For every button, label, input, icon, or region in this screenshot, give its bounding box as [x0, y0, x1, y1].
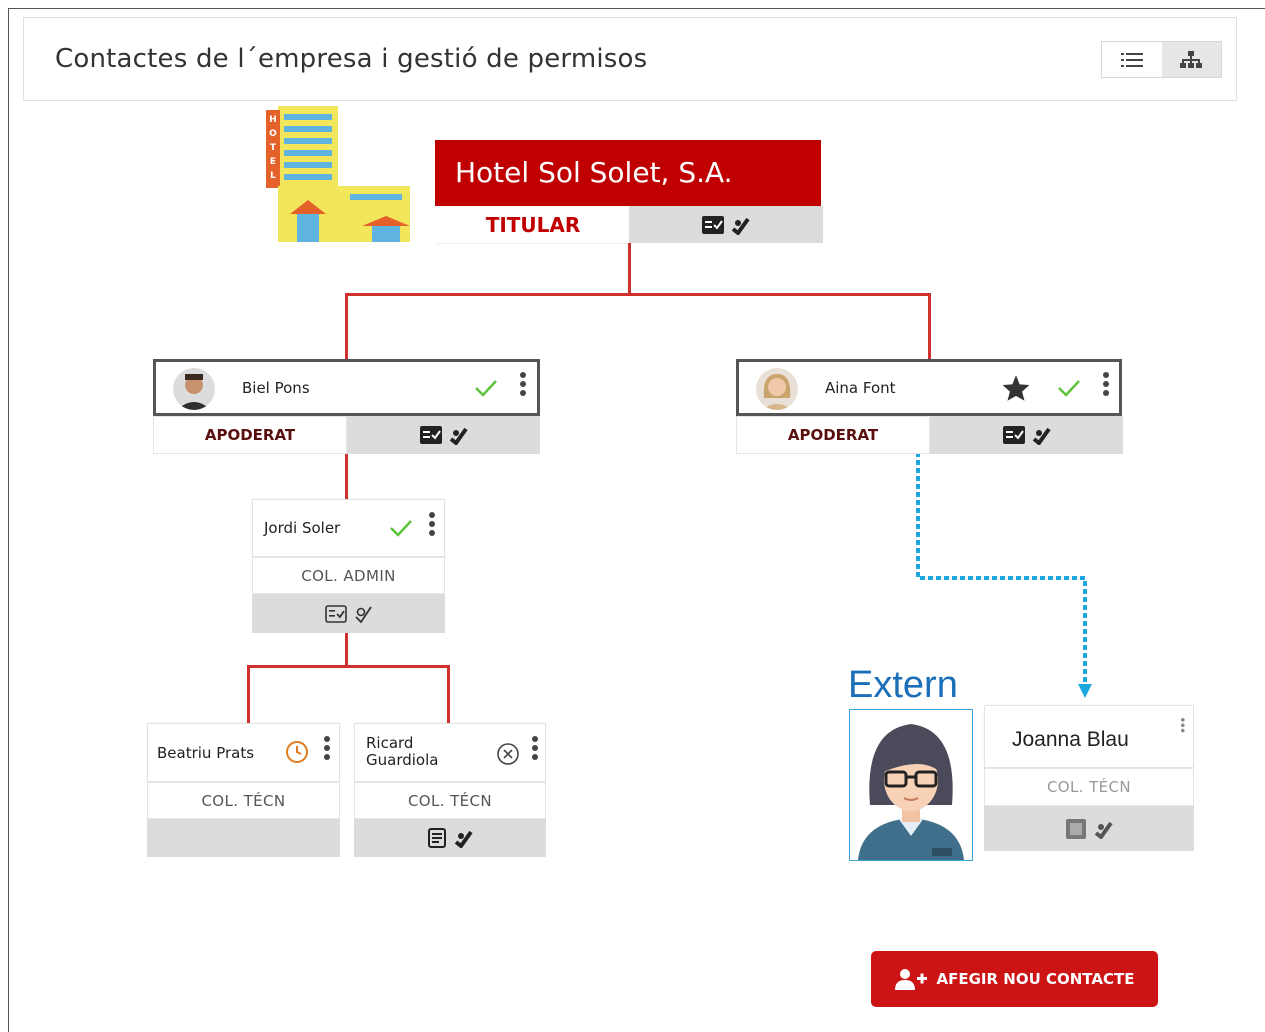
contact-role: COL. TÉCN [147, 782, 340, 819]
page-frame [8, 8, 1265, 1032]
contact-permissions [252, 594, 445, 633]
contact-role: COL. TÉCN [984, 768, 1194, 806]
contact-permissions [354, 819, 546, 857]
contact-permissions [930, 416, 1123, 454]
contact-name-line1: Ricard [366, 734, 414, 752]
list-view-button[interactable] [1102, 42, 1162, 77]
company-name[interactable]: Hotel Sol Solet, S.A. [435, 140, 821, 206]
contact-name-line2: Guardiola [366, 751, 439, 769]
svg-text:E: E [270, 157, 276, 167]
clock-icon [286, 741, 308, 763]
contact-role: COL. TÉCN [354, 782, 546, 819]
more-options-icon[interactable] [532, 736, 538, 763]
connector [628, 243, 631, 295]
signature-icon [454, 830, 473, 848]
add-contact-button[interactable]: AFEGIR NOU CONTACTE [871, 951, 1158, 1007]
contact-role: COL. ADMIN [252, 557, 445, 594]
checklist-outline-icon [324, 604, 347, 623]
signature-icon [731, 217, 750, 235]
contact-name: Aina Font [825, 379, 896, 397]
checklist-icon [419, 426, 442, 444]
contact-card-ricard-guardiola[interactable]: Ricard Guardiola [354, 723, 546, 782]
connector [447, 665, 450, 723]
check-icon [475, 380, 497, 397]
external-avatar [849, 709, 973, 861]
check-icon [390, 520, 412, 537]
signature-icon [1032, 427, 1051, 445]
signature-outline-icon [354, 606, 372, 623]
org-tree-icon [1180, 50, 1203, 68]
checklist-icon [1002, 426, 1025, 444]
contact-card-biel-pons[interactable]: Biel Pons [153, 359, 540, 416]
svg-text:T: T [270, 143, 277, 153]
connector [247, 665, 450, 668]
contact-role: APODERAT [736, 416, 930, 454]
more-options-icon[interactable] [1181, 718, 1185, 734]
connector [928, 293, 931, 360]
contact-name: Jordi Soler [264, 519, 341, 537]
external-link-connector [916, 452, 1092, 698]
connector [247, 665, 250, 723]
connector [345, 453, 348, 500]
connector [345, 293, 348, 360]
add-contact-label: AFEGIR NOU CONTACTE [936, 970, 1135, 988]
hotel-building-icon: H O T E L [266, 106, 410, 242]
connector [345, 293, 931, 296]
list-icon [1120, 52, 1143, 67]
avatar [173, 368, 215, 410]
contact-name: Joanna Blau [1012, 728, 1129, 751]
star-icon[interactable] [1001, 374, 1031, 402]
svg-text:L: L [270, 171, 276, 181]
company-permissions [629, 206, 823, 243]
connector [345, 632, 348, 666]
contact-permissions [984, 806, 1194, 851]
more-options-icon[interactable] [1103, 372, 1109, 399]
contact-card-jordi-soler[interactable]: Jordi Soler [252, 499, 445, 557]
company-role: TITULAR [437, 206, 629, 244]
contact-card-joanna-blau[interactable]: Joanna Blau [984, 705, 1194, 768]
contact-role: APODERAT [153, 416, 347, 454]
page-header: Contactes de l´empresa i gestió de permi… [23, 17, 1237, 101]
contact-card-aina-font[interactable]: Aina Font [736, 359, 1122, 416]
more-options-icon[interactable] [324, 736, 330, 763]
view-toggle [1101, 41, 1222, 78]
tree-view-button[interactable] [1161, 42, 1221, 77]
contact-card-beatriu-prats[interactable]: Beatriu Prats [147, 723, 340, 782]
signature-icon [1094, 821, 1113, 839]
contact-permissions [347, 416, 540, 454]
page-title: Contactes de l´empresa i gestió de permi… [55, 44, 648, 74]
svg-text:H: H [269, 115, 277, 125]
external-label: Extern [848, 664, 958, 706]
add-user-icon [894, 969, 927, 990]
svg-text:O: O [269, 129, 277, 139]
contact-name: Beatriu Prats [157, 744, 255, 762]
document-icon [1066, 818, 1086, 839]
contact-permissions [147, 819, 340, 857]
check-icon [1058, 380, 1080, 397]
more-options-icon[interactable] [520, 372, 526, 399]
avatar [756, 368, 798, 410]
document-icon [428, 828, 446, 848]
more-options-icon[interactable] [429, 512, 435, 539]
signature-icon [449, 427, 468, 445]
checklist-icon [702, 215, 724, 234]
contact-name: Biel Pons [242, 379, 310, 397]
cancel-circle-icon [497, 743, 519, 765]
